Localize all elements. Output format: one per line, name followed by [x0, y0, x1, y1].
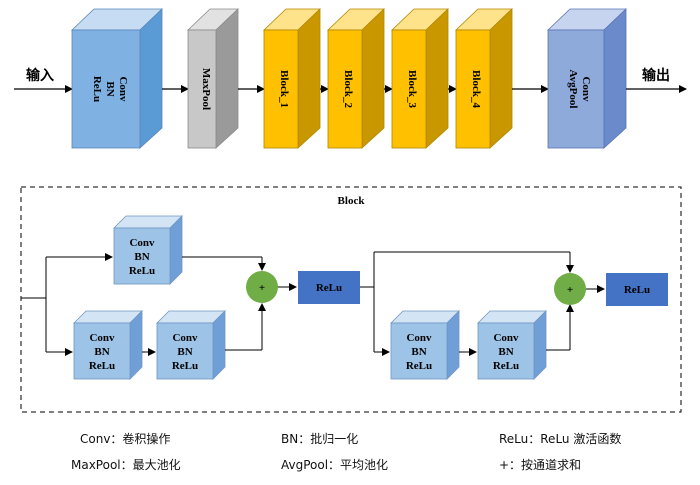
input-label: 输入: [26, 67, 54, 84]
legend-avgpool: AvgPool：平均池化: [281, 458, 389, 472]
stem-front: [71, 29, 141, 149]
legend-plus: +：按通道求和: [499, 458, 582, 472]
block-2-label: Block_2: [342, 70, 354, 108]
stem-label-conv: Conv: [117, 76, 129, 102]
cbr-bottom-2: Conv BN ReLu: [156, 310, 226, 380]
legend-bn: BN：批归一化: [281, 432, 359, 446]
svg-text:Conv: Conv: [172, 332, 198, 344]
svg-text:BN: BN: [177, 346, 192, 358]
cbr-bottom-3: Conv BN ReLu: [390, 310, 460, 380]
top-row: 输入 Conv BN ReLu MaxPool: [14, 8, 687, 149]
svg-text:Conv: Conv: [129, 237, 155, 249]
block-2: Block_2: [327, 8, 385, 149]
svg-text:Conv: Conv: [117, 76, 129, 102]
block-1-label: Block_1: [278, 70, 290, 108]
cbr-bottom-4: Conv BN ReLu: [477, 310, 547, 380]
relu-box-2: ReLu: [606, 273, 668, 306]
block-detail: Block Conv BN ReLu Conv BN ReLu: [20, 186, 682, 413]
cbr-top: Conv BN ReLu: [113, 215, 183, 285]
maxpool-front: [187, 29, 217, 149]
svg-text:ReLu: ReLu: [406, 360, 432, 372]
svg-text:+: +: [259, 282, 265, 294]
plus-node-1: +: [246, 271, 278, 303]
block-4: Block_4: [455, 8, 513, 149]
head-label-avgpool: AvgPool: [567, 70, 579, 109]
svg-text:Conv: Conv: [493, 332, 519, 344]
block-4-label: Block_4: [470, 70, 482, 108]
dashed-frame: [20, 186, 682, 413]
svg-text:BN: BN: [134, 251, 149, 263]
head-conv-avgpool: Conv AvgPool: [547, 8, 627, 149]
svg-text:BN: BN: [411, 346, 426, 358]
svg-text:ReLu: ReLu: [91, 76, 103, 102]
svg-text:ReLu: ReLu: [493, 360, 519, 372]
maxpool-block: MaxPool: [187, 8, 239, 149]
legend-maxpool: MaxPool：最大池化: [71, 458, 181, 472]
svg-text:BN: BN: [94, 346, 109, 358]
plus-node-2: +: [554, 273, 586, 305]
stem-label-relu: ReLu: [91, 76, 103, 102]
block-3-label: Block_3: [406, 70, 418, 108]
svg-text:ReLu: ReLu: [129, 265, 155, 277]
svg-text:ReLu: ReLu: [89, 360, 115, 372]
svg-text:BN: BN: [498, 346, 513, 358]
legend-conv: Conv：卷积操作: [80, 432, 171, 446]
legend-relu: ReLu：ReLu 激活函数: [499, 432, 622, 446]
svg-text:ReLu: ReLu: [316, 282, 342, 294]
svg-text:Conv: Conv: [89, 332, 115, 344]
block-3: Block_3: [391, 8, 449, 149]
svg-text:BN: BN: [104, 81, 116, 96]
block-1: Block_1: [263, 8, 321, 149]
output-label: 输出: [642, 67, 670, 84]
svg-text:ReLu: ReLu: [172, 360, 198, 372]
svg-text:Conv: Conv: [406, 332, 432, 344]
cbr-bottom-1: Conv BN ReLu: [73, 310, 143, 380]
stem-conv-block: Conv BN ReLu: [71, 8, 163, 149]
maxpool-label: MaxPool: [200, 68, 212, 110]
head-label-conv: Conv: [580, 76, 592, 102]
svg-text:ReLu: ReLu: [624, 284, 650, 296]
stem-label-bn: BN: [104, 81, 116, 96]
relu-box-1: ReLu: [298, 271, 360, 304]
block-detail-title: Block: [338, 195, 366, 207]
svg-text:+: +: [567, 284, 573, 296]
